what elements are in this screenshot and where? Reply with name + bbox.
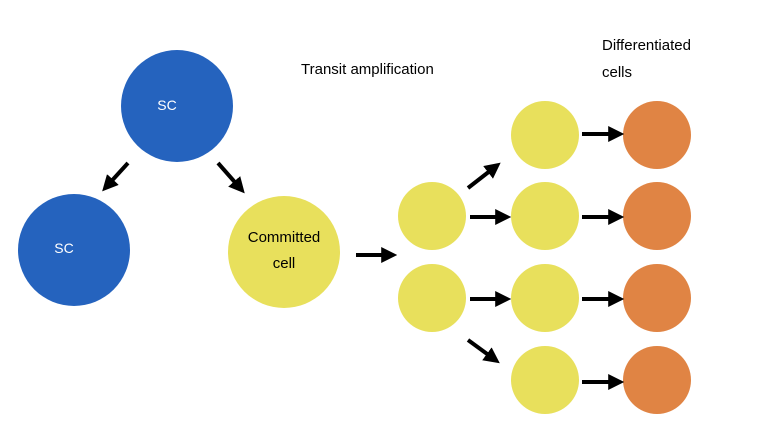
stem-cell-parent: SC [121,50,233,162]
differentiated-cell-3 [623,264,691,332]
transit-cell-1a [398,182,466,250]
committed-cell-label-line2: cell [273,255,296,272]
transit-cell-2a [511,101,579,169]
stem-cell-daughter: SC [18,194,130,306]
arrow-transit-1a-to-2a [466,162,501,190]
arrow-transit-1b-to-2d [466,338,500,364]
differentiated-cells-caption-line2: cells [602,64,632,81]
differentiated-cell-1 [623,101,691,169]
committed-cell-label-line1: Committed [248,229,321,246]
differentiated-cell-2 [623,182,691,250]
transit-cell-2b [511,182,579,250]
stem-cell-parent-label: SC [157,97,176,113]
arrow-sc-to-sc [102,161,130,192]
differentiated-cells-caption-line1: Differentiated [602,37,691,54]
transit-cell-2d [511,346,579,414]
transit-cell-2c [511,264,579,332]
arrow-sc-to-committed [216,161,245,194]
stem-cell-daughter-label: SC [54,240,73,256]
committed-cell: Committed cell [228,196,340,308]
differentiated-cell-4 [623,346,691,414]
transit-cell-1b [398,264,466,332]
transit-amplification-caption: Transit amplification [301,61,434,78]
